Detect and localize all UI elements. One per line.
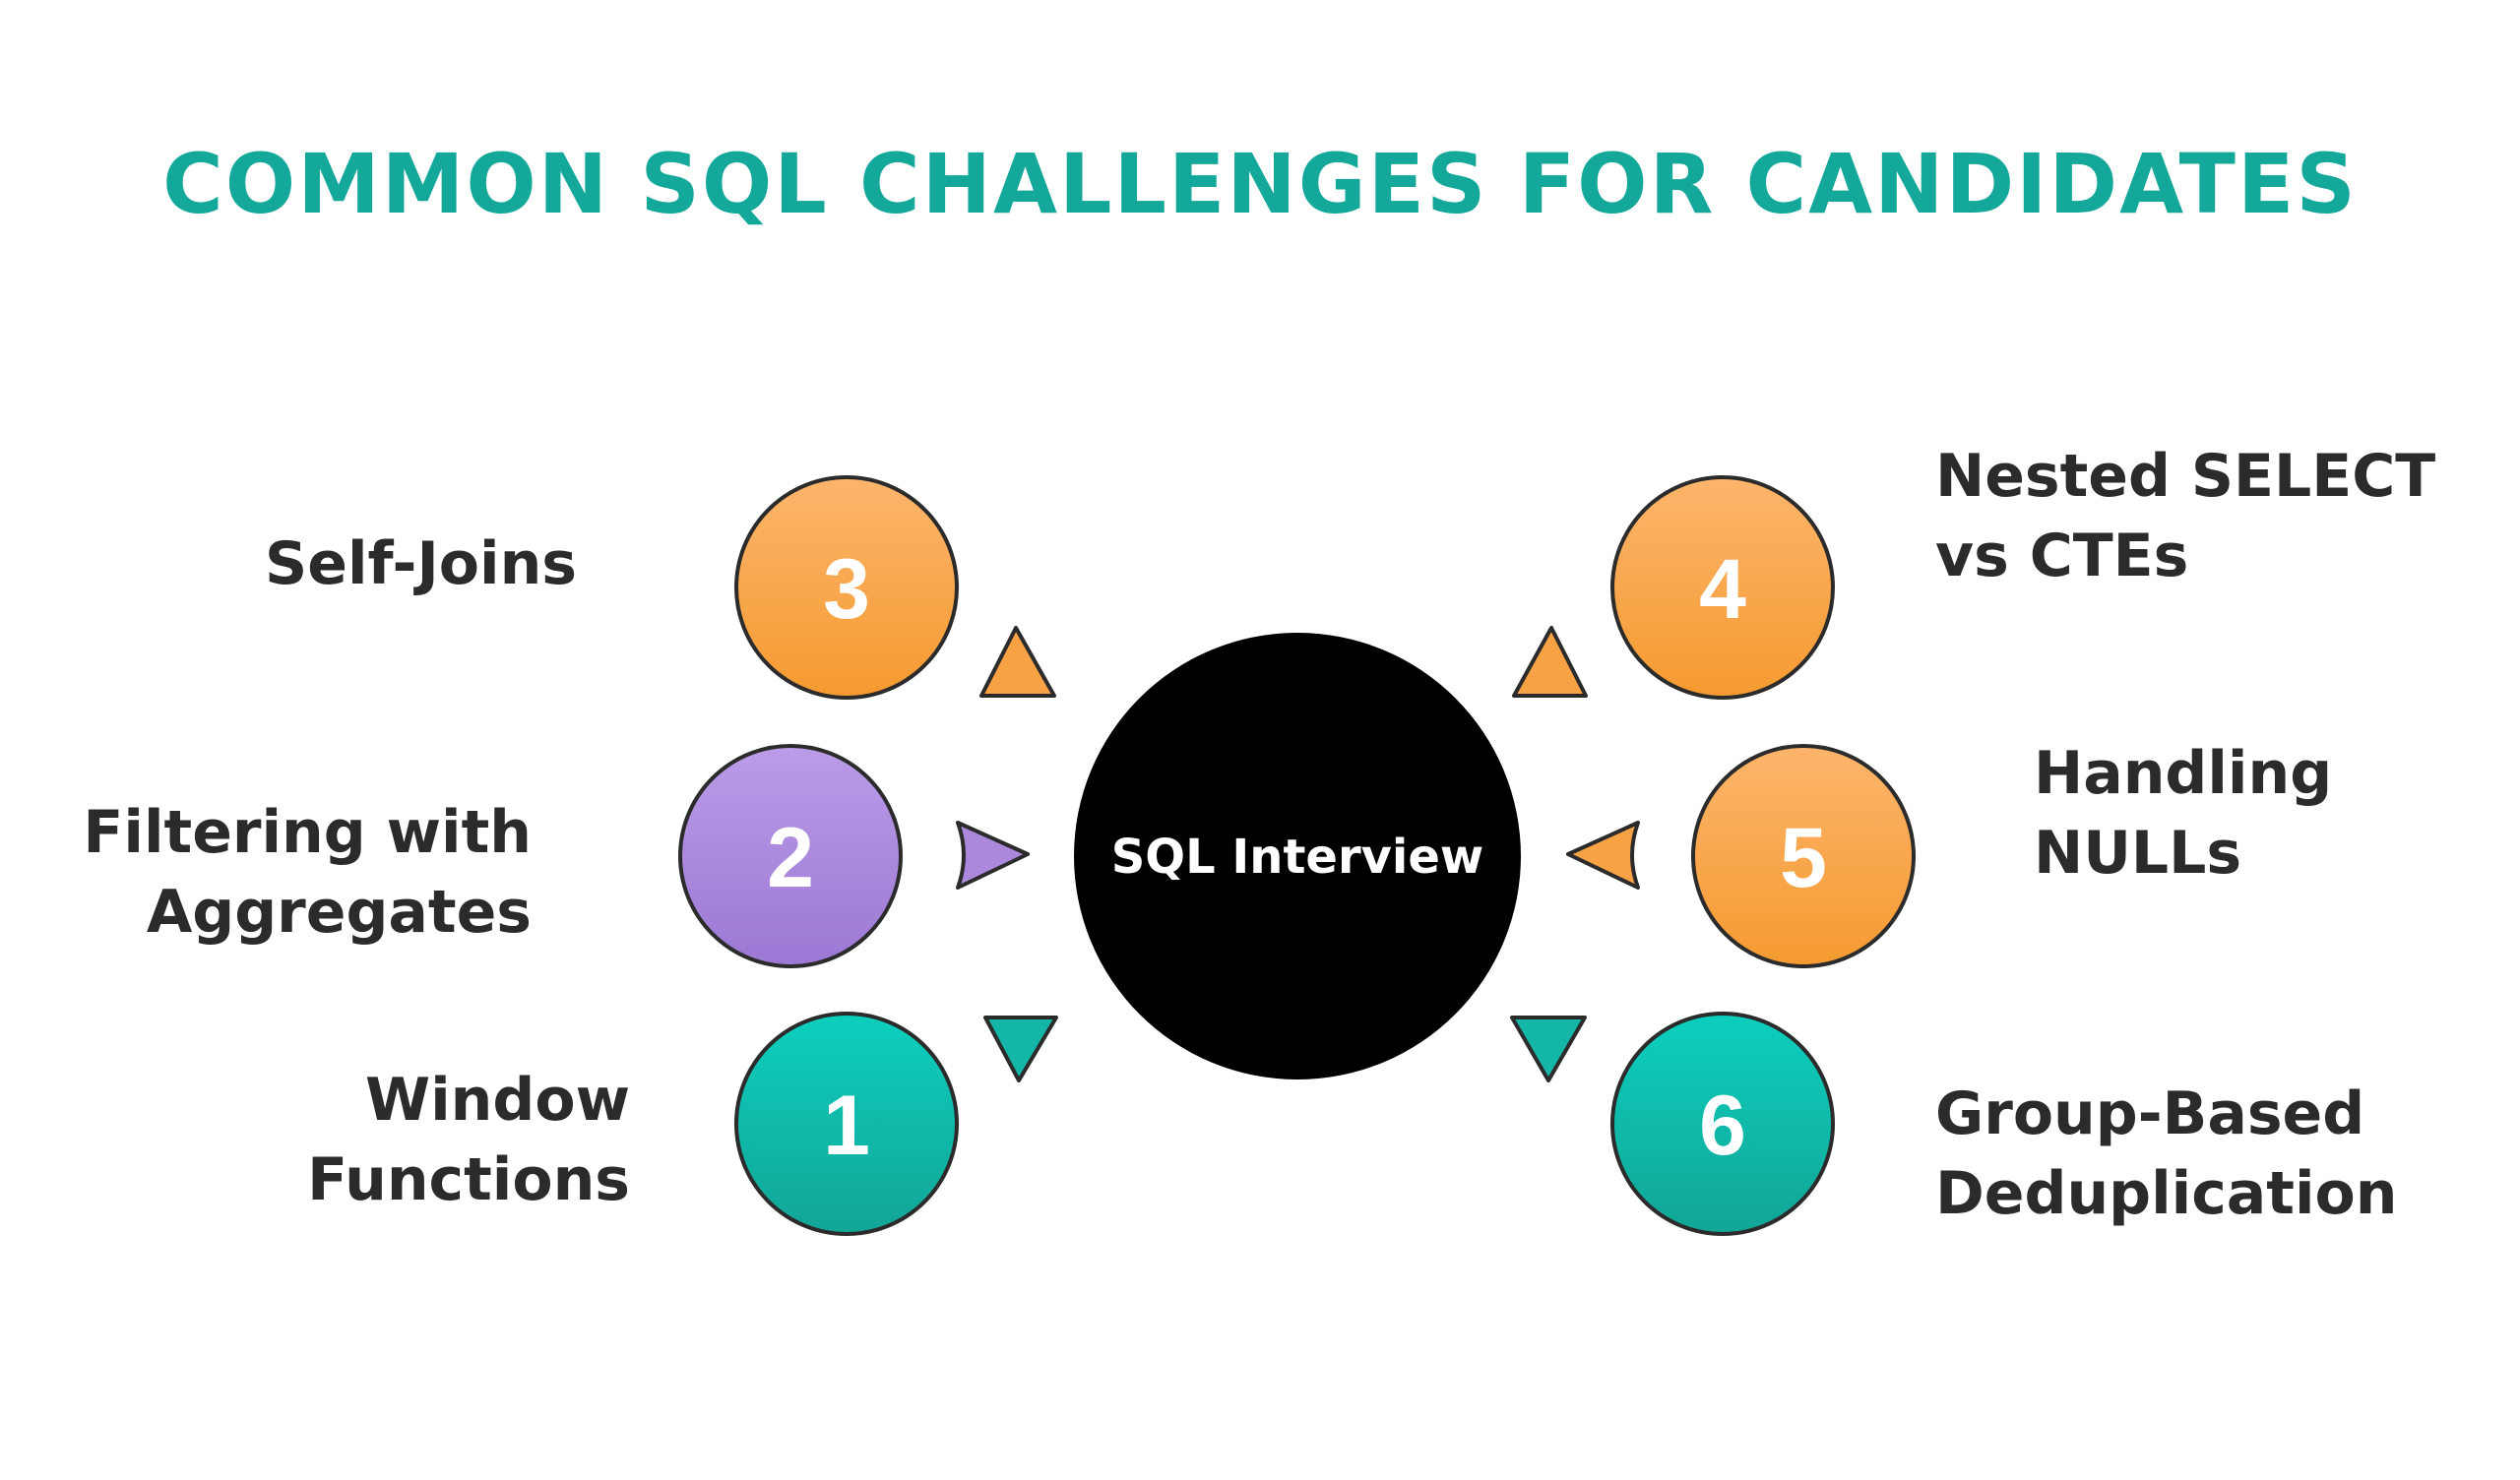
node-circle-1 — [734, 1012, 959, 1236]
node-number-4: 4 — [1699, 542, 1746, 637]
node-number-6: 6 — [1699, 1079, 1746, 1173]
pointer-triangle-1 — [983, 1016, 1058, 1082]
diagram-title: COMMON SQL CHALLENGES FOR CANDIDATES — [162, 136, 2358, 232]
pointer-triangle-2 — [956, 821, 1030, 890]
pointer-triangle-4 — [1512, 626, 1588, 698]
pointer-triangle-6 — [1510, 1016, 1587, 1082]
node-label-3: Self-Joins — [265, 529, 577, 598]
node-label-line: Deduplication — [1935, 1159, 2397, 1228]
center-node: SQL Interview — [1074, 633, 1521, 1079]
node-label-line: Self-Joins — [265, 529, 577, 598]
node-label-line: Aggregates — [147, 878, 532, 947]
node-circle-4 — [1610, 475, 1835, 700]
node-label-4: Nested SELECT vs CTEs — [1935, 442, 2435, 590]
node-label-line: vs CTEs — [1935, 522, 2188, 590]
node-number-3: 3 — [823, 542, 870, 637]
node-number-2: 2 — [767, 811, 814, 905]
node-label-line: Group-Based — [1935, 1079, 2364, 1148]
pointer-triangle-3 — [979, 626, 1056, 698]
node-number-5: 5 — [1780, 811, 1827, 905]
node-label-line: Window — [365, 1066, 630, 1135]
node-label-line: Handling — [2034, 739, 2332, 808]
center-circle — [1074, 633, 1521, 1079]
center-label: SQL Interview — [1111, 830, 1484, 885]
node-label-line: NULLs — [2034, 819, 2241, 888]
node-circle-5 — [1691, 744, 1916, 968]
node-circle-3 — [734, 475, 959, 700]
node-label-line: Functions — [307, 1145, 630, 1214]
node-label-line: Filtering with — [83, 798, 532, 867]
node-circle-2 — [678, 744, 903, 968]
pointer-triangle-5 — [1566, 821, 1640, 890]
node-number-1: 1 — [823, 1079, 870, 1173]
node-label-line: Nested SELECT — [1935, 442, 2435, 511]
challenge-node-3: 3 Self-Joins — [265, 475, 1056, 700]
challenge-node-4: 4 Nested SELECT vs CTEs — [1512, 442, 2435, 700]
node-circle-6 — [1610, 1012, 1835, 1236]
